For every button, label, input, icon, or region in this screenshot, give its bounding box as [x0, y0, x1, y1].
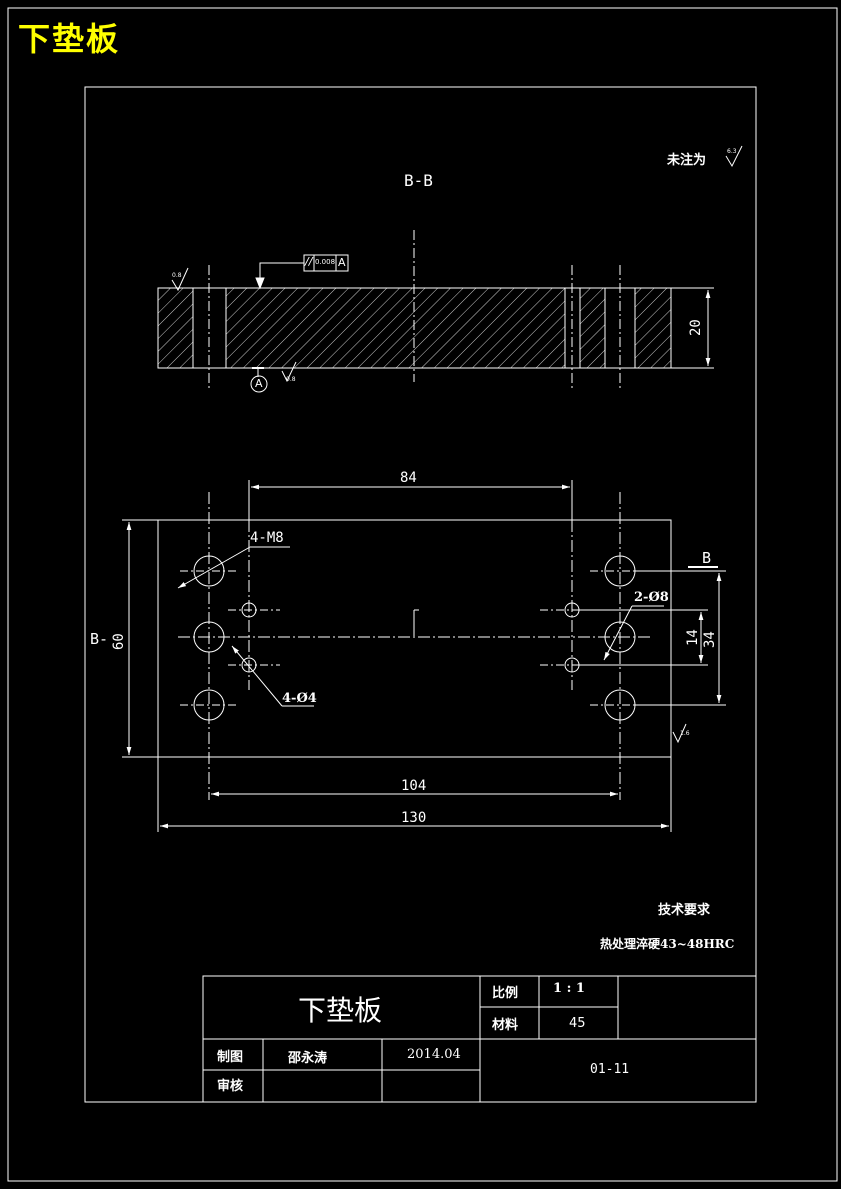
tech-requirement-1: 热处理淬硬43~48HRC: [600, 937, 735, 951]
section-hatch-2: [226, 288, 565, 368]
sheet-title: 下垫板: [18, 20, 121, 58]
m8-hole: [193, 689, 225, 721]
drawn-label: 制图: [217, 1050, 244, 1065]
checked-label: 审核: [217, 1079, 244, 1094]
parallelism-symbol: //: [305, 255, 313, 268]
section-label: B-B: [404, 171, 433, 190]
material-value: 45: [569, 1016, 586, 1031]
drawing-number: 01-11: [590, 1062, 630, 1077]
scale-value: 1 : 1: [553, 981, 585, 996]
dim-34-text: 34: [702, 631, 718, 648]
roughness-value-bottom: 0.8: [286, 376, 296, 383]
parallelism-frame: [303, 254, 349, 272]
title-block: [202, 975, 757, 1103]
roughness-value-edge: 1.6: [680, 730, 690, 737]
d4-hole: [564, 602, 580, 618]
leader-d8: [603, 605, 633, 661]
d8-hole: [193, 621, 225, 653]
drawn-date: 2014.04: [407, 1047, 461, 1062]
outer-border: [7, 7, 838, 1182]
unspecified-roughness-note: 未注为: [667, 153, 707, 168]
d4-hole: [241, 657, 257, 673]
callout-d8: 2-Ø8: [634, 590, 669, 605]
drawn-by: 邵永涛: [288, 1051, 328, 1066]
datum-a-label: A: [255, 377, 263, 390]
callout-m8: 4-M8: [250, 530, 284, 546]
scale-label: 比例: [492, 986, 519, 1001]
roughness-value-general: 6.3: [727, 148, 737, 155]
dim-84-text: 84: [400, 470, 417, 486]
section-mark-left: B-: [90, 630, 109, 648]
d4-hole: [241, 602, 257, 618]
dim-thickness-text: 20: [688, 319, 704, 336]
datum-a-circle: [250, 375, 268, 393]
callout-d4: 4-Ø4: [282, 691, 317, 706]
parallelism-datum: A: [338, 256, 346, 269]
m8-hole: [193, 555, 225, 587]
roughness-value-top: 0.8: [172, 272, 182, 279]
roughness-symbol-top-left: [171, 267, 189, 292]
roughness-symbol-general: [725, 145, 743, 168]
d8-hole: [604, 621, 636, 653]
dim-104-text: 104: [401, 778, 427, 794]
leader-d4: [231, 645, 283, 707]
dim-60-text: 60: [111, 633, 127, 650]
parallelism-value: 0.008: [315, 258, 336, 266]
section-view: [157, 230, 714, 393]
title-block-part-name: 下垫板: [298, 994, 383, 1027]
section-hatch-3: [580, 288, 605, 368]
leader-m8: [177, 546, 251, 589]
plate-outline: [157, 519, 672, 758]
section-hatch-1: [158, 288, 193, 368]
section-hatch-4: [635, 288, 671, 368]
dim-130-text: 130: [401, 810, 427, 826]
plan-view: [122, 480, 726, 832]
roughness-symbol-edge: [672, 723, 687, 744]
roughness-symbol-bottom: [281, 361, 297, 383]
tech-requirements-heading: 技术要求: [658, 903, 711, 918]
d4-hole: [564, 657, 580, 673]
material-label: 材料: [492, 1018, 519, 1033]
section-mark-right: B: [702, 549, 712, 567]
dim-14-text: 14: [685, 629, 701, 646]
